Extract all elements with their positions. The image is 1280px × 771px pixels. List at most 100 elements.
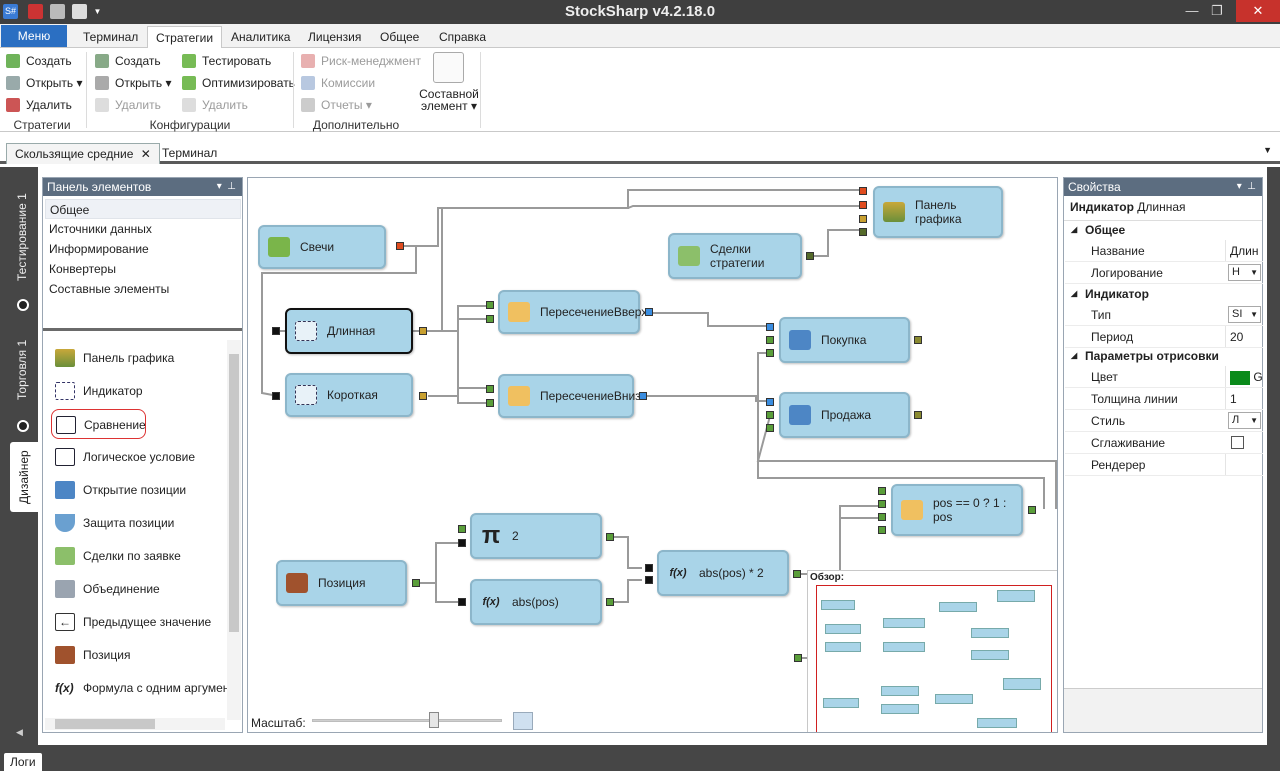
input-port[interactable] (458, 539, 466, 547)
output-port[interactable] (419, 327, 427, 335)
tab-general[interactable]: Общее (380, 30, 420, 44)
panel-controls-icon[interactable]: ▾ ⊥ (1236, 181, 1256, 192)
tab-terminal-doc[interactable]: Терминал (162, 146, 218, 160)
document-icon[interactable] (72, 4, 87, 19)
input-port[interactable] (645, 564, 653, 572)
open-config-button[interactable]: Открыть ▾ (93, 74, 172, 92)
side-tab-designer[interactable]: Дизайнер (10, 442, 38, 512)
palette-union[interactable]: Объединение (51, 574, 229, 604)
input-port[interactable] (878, 513, 886, 521)
renderer-input[interactable] (1225, 454, 1263, 475)
input-port[interactable] (458, 525, 466, 533)
input-port[interactable] (486, 385, 494, 393)
node-pos-formula[interactable]: pos == 0 ? 1 : pos (891, 484, 1023, 536)
input-port[interactable] (878, 526, 886, 534)
palette-comparison[interactable]: Сравнение (51, 409, 146, 439)
input-port[interactable] (794, 654, 802, 662)
palette-horizontal-scrollbar[interactable] (45, 718, 225, 730)
color-picker[interactable]: G (1225, 366, 1263, 387)
input-port[interactable] (878, 487, 886, 495)
output-port[interactable] (914, 411, 922, 419)
palette-indicator[interactable]: Индикатор (51, 376, 229, 406)
tab-analytics[interactable]: Аналитика (231, 30, 291, 44)
overview-viewport-frame[interactable] (816, 585, 1052, 732)
input-port[interactable] (766, 398, 774, 406)
node-chart-panel[interactable]: Панель графика (873, 186, 1003, 238)
output-port[interactable] (806, 252, 814, 260)
input-port[interactable] (766, 323, 774, 331)
category-notifications[interactable]: Информирование (49, 242, 149, 256)
logging-dropdown[interactable]: Н▼ (1228, 264, 1261, 281)
risk-management-button[interactable]: Риск-менеджмент (299, 52, 421, 70)
smoothing-checkbox[interactable] (1231, 436, 1244, 449)
palette-position[interactable]: Позиция (51, 640, 229, 670)
tabs-dropdown-icon[interactable]: ▼ (1263, 145, 1272, 155)
node-abs[interactable]: f(x)abs(pos) (470, 579, 602, 625)
node-buy[interactable]: Покупка (779, 317, 910, 363)
scroll-arrow-icon[interactable]: ◀ (16, 727, 23, 737)
palette-scroll-thumb[interactable] (229, 354, 239, 632)
input-port[interactable] (859, 215, 867, 223)
save-icon[interactable] (28, 4, 43, 19)
palette-open-position[interactable]: Открытие позиции (51, 475, 229, 505)
pin-icon[interactable] (17, 299, 29, 311)
palette-formula-one-arg[interactable]: f(x)Формула с одним аргумен (51, 673, 229, 703)
output-port[interactable] (396, 242, 404, 250)
output-port[interactable] (606, 598, 614, 606)
test-button[interactable]: Тестировать (180, 52, 271, 70)
section-indicator[interactable]: ◢Индикатор (1065, 284, 1263, 304)
quick-access-dropdown-icon[interactable]: ▼ (93, 7, 102, 16)
panel-splitter[interactable] (43, 328, 242, 331)
overview-minimap[interactable]: Обзор: (807, 570, 1057, 732)
zoom-fit-icon[interactable] (513, 712, 533, 730)
tab-help[interactable]: Справка (439, 30, 487, 44)
input-port[interactable] (859, 187, 867, 195)
input-port[interactable] (458, 598, 466, 606)
minimize-button[interactable]: — (1185, 3, 1199, 18)
node-sell[interactable]: Продажа (779, 392, 910, 438)
output-port[interactable] (419, 392, 427, 400)
input-port[interactable] (878, 500, 886, 508)
section-general[interactable]: ◢Общее (1065, 220, 1263, 240)
output-port[interactable] (645, 308, 653, 316)
node-position[interactable]: Позиция (276, 560, 407, 606)
output-port[interactable] (914, 336, 922, 344)
category-general[interactable]: Общее (45, 199, 241, 219)
input-port[interactable] (859, 228, 867, 236)
palette-chart-panel[interactable]: Панель графика (51, 343, 229, 373)
commissions-button[interactable]: Комиссии (299, 74, 375, 92)
output-port[interactable] (606, 533, 614, 541)
palette-logic-condition[interactable]: Логическое условие (51, 442, 229, 472)
output-port[interactable] (639, 392, 647, 400)
menu-button[interactable]: Меню (1, 25, 67, 47)
close-button[interactable]: ✕ (1236, 0, 1280, 22)
input-port[interactable] (859, 201, 867, 209)
style-dropdown[interactable]: Л▼ (1228, 412, 1261, 429)
input-port[interactable] (486, 399, 494, 407)
node-long-indicator[interactable]: Длинная (285, 308, 413, 354)
output-port[interactable] (412, 579, 420, 587)
node-abs-times-2[interactable]: f(x)abs(pos) * 2 (657, 550, 789, 596)
input-port[interactable] (486, 315, 494, 323)
panel-controls-icon[interactable]: ▾ ⊥ (216, 181, 236, 192)
input-port[interactable] (645, 576, 653, 584)
tab-strategies[interactable]: Стратегии (147, 26, 223, 49)
section-render[interactable]: ◢Параметры отрисовки (1065, 346, 1263, 366)
designer-canvas[interactable]: Свечи Длинная Короткая ПересечениеВверх … (247, 177, 1058, 733)
input-port[interactable] (766, 336, 774, 344)
input-port[interactable] (272, 327, 280, 335)
input-port[interactable] (766, 349, 774, 357)
tab-terminal[interactable]: Терминал (83, 30, 139, 44)
zoom-slider[interactable] (312, 719, 502, 722)
category-converters[interactable]: Конвертеры (49, 262, 116, 276)
input-port[interactable] (766, 411, 774, 419)
name-input[interactable]: Длин (1225, 240, 1263, 261)
open-strategy-button[interactable]: Открыть ▾ (4, 74, 83, 92)
node-candles[interactable]: Свечи (258, 225, 386, 269)
input-port[interactable] (486, 301, 494, 309)
zoom-slider-thumb[interactable] (429, 712, 439, 728)
type-dropdown[interactable]: SI▼ (1228, 306, 1261, 323)
input-port[interactable] (766, 424, 774, 432)
